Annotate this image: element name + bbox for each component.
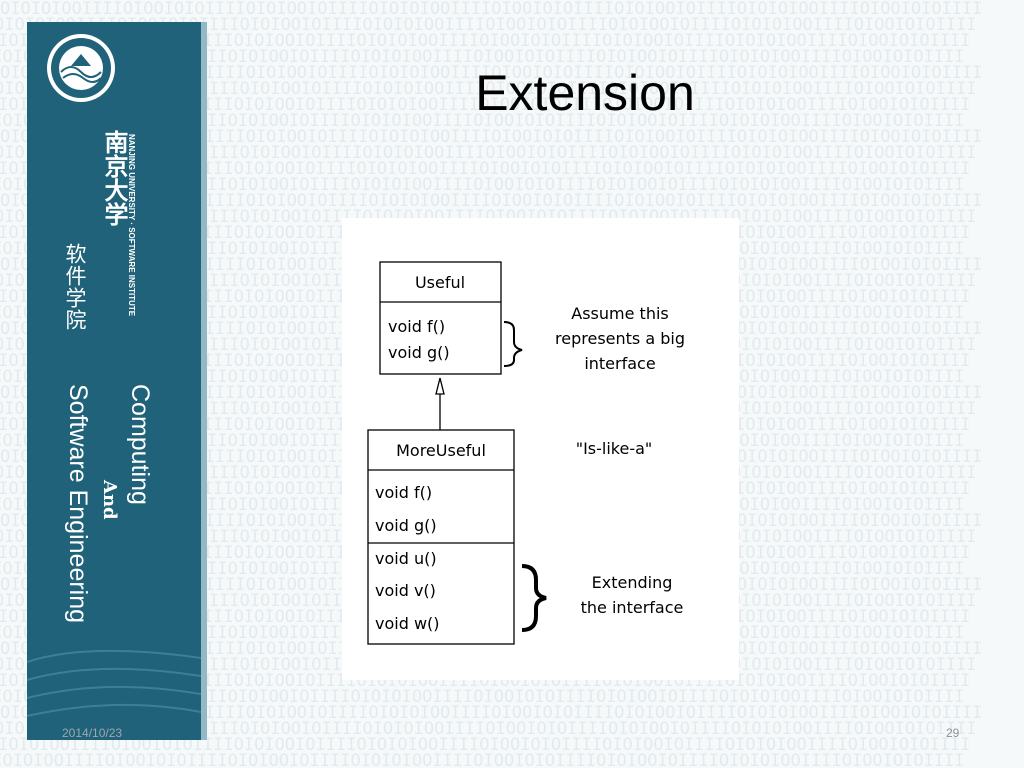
derived-class-name: MoreUseful <box>396 441 486 460</box>
svg-text:OIOIOIOOIIIIOIOOIOIOIIIIOIOIOO: OIOIOIOOIIIIOIOOIOIOIIIIOIOIOOIOIIIIOIOI… <box>0 159 971 179</box>
extended-method-u: void u() <box>375 549 437 568</box>
extended-method-v: void v() <box>375 581 436 600</box>
svg-text:OIOIOIOOIIIIOIOOIOIOIIIIOIOIOO: OIOIOIOOIIIIOIOOIOIOIIIIOIOIOOIOIIIIOIOI… <box>0 31 971 51</box>
slide-page-number: 29 <box>946 726 960 740</box>
svg-text:OIOIOIOOIIIIOIOOIOIOIIIIOIOIOO: OIOIOIOOIIIIOIOOIOIOIIIIOIOIOOIOIIIIOIOI… <box>0 47 965 67</box>
svg-text:OIOIOIOOIIIIOIOOIOIOIIIIOIOIOO: OIOIOIOOIIIIOIOOIOIOIIIIOIOIOOIOIIIIOIOI… <box>0 95 971 115</box>
svg-text:OIOIOIOOIIIIOIOOIOIOIIIIOIOIOO: OIOIOIOOIIIIOIOOIOIOIIIIOIOIOOIOIIIIOIOI… <box>0 703 983 723</box>
word-software-engineering: Software Engineering <box>64 384 92 624</box>
relationship-label: "Is-like-a" <box>576 439 653 458</box>
diagram-background <box>342 218 739 680</box>
extension-brace-icon <box>521 564 547 632</box>
extended-method-w: void w() <box>375 614 440 633</box>
base-class-name: Useful <box>415 273 465 292</box>
svg-text:OIOIOIOOIIIIOIOOIOIOIIIIOIOIOO: OIOIOIOOIIIIOIOOIOIOIIIIOIOIOOIOIIIIOIOI… <box>0 63 983 83</box>
inheritance-arrowhead <box>435 377 445 395</box>
university-seal-icon <box>47 34 115 102</box>
svg-text:OIOIOIOOIIIIOIOOIOIOIIIIOIOIOO: OIOIOIOOIIIIOIOOIOIOIIIIOIOIOOIOIIIIOIOI… <box>0 687 965 707</box>
sidebar-motto: Computing And Software Engineering <box>57 384 157 724</box>
base-method-g: void g() <box>388 343 450 362</box>
svg-text:OIOIOIOOIIIIOIOOIOIOIIIIOIOIOO: OIOIOIOOIIIIOIOOIOIOIIIIOIOIOOIOIIIIOIOI… <box>0 719 977 739</box>
derived-method-f: void f() <box>375 483 432 502</box>
sidebar-panel: 南京大学 NANJING UNIVERSITY · SOFTWARE INSTI… <box>27 22 201 740</box>
svg-text:OIOIOIOOIIIIOIOOIOIOIIIIOIOIOO: OIOIOIOOIIIIOIOOIOIOIIIIOIOIOOIOIIIIOIOI… <box>0 79 977 99</box>
svg-text:OIOIOIOOIIIIOIOOIOIOIIIIOIOIOO: OIOIOIOOIIIIOIOOIOIOIIIIOIOIOOIOIIIIOIOI… <box>0 175 965 195</box>
chinese-institute-name: 软件学院 <box>63 243 87 331</box>
base-note-line-1: Assume this <box>571 304 668 323</box>
svg-text:OIOIOIOOIIIIOIOOIOIOIIIIOIOIOO: OIOIOIOOIIIIOIOOIOIOIIIIOIOIOOIOIIIIOIOI… <box>0 0 983 19</box>
sidebar-edge-stripe <box>201 22 207 740</box>
base-note-line-2: represents a big <box>555 329 685 348</box>
sidebar-wave-decoration <box>27 649 201 717</box>
slide-date: 2014/10/23 <box>62 726 123 740</box>
word-computing: Computing <box>126 384 154 505</box>
extension-note-line-1: Extending <box>592 573 673 592</box>
derived-method-g: void g() <box>375 516 437 535</box>
svg-text:OIOIOIOOIIIIOIOOIOIOIIIIOIOIOO: OIOIOIOOIIIIOIOOIOIOIIIIOIOIOOIOIIIIOIOI… <box>0 15 977 35</box>
svg-text:OIOIOIOOIIIIOIOOIOIOIIIIOIOIOO: OIOIOIOOIIIIOIOOIOIOIIIIOIOIOOIOIIIIOIOI… <box>0 751 965 768</box>
base-class-box <box>379 261 502 375</box>
svg-text:OIOIOIOOIIIIOIOOIOIOIIIIOIOIOO: OIOIOIOOIIIIOIOOIOIOIIIIOIOIOOIOIIIIOIOI… <box>0 191 983 211</box>
uml-extension-diagram: Useful void f() void g() MoreUseful void… <box>367 261 685 645</box>
svg-text:OIOIOIOOIIIIOIOOIOIOIIIIOIOIOO: OIOIOIOOIIIIOIOOIOIOIIIIOIOIOOIOIIIIOIOI… <box>0 735 971 755</box>
base-note-line-3: interface <box>584 354 655 373</box>
slide-title: Extension <box>475 65 695 121</box>
svg-text:OIOIOIOOIIIIOIOOIOIOIIIIOIOIOO: OIOIOIOOIIIIOIOOIOIOIIIIOIOIOOIOIIIIOIOI… <box>0 111 965 131</box>
extension-note-line-2: the interface <box>581 598 684 617</box>
english-institute-name: NANJING UNIVERSITY · SOFTWARE INSTITUTE <box>127 134 136 317</box>
svg-text:OIOIOIOOIIIIOIOOIOIOIIIIOIOIOO: OIOIOIOOIIIIOIOOIOIOIIIIOIOIOOIOIIIIOIOI… <box>0 127 983 147</box>
chinese-university-name: 南京大学 <box>100 130 129 226</box>
base-method-f: void f() <box>388 317 445 336</box>
svg-text:OIOIOIOOIIIIOIOOIOIOIIIIOIOIOO: OIOIOIOOIIIIOIOOIOIOIIIIOIOIOOIOIIIIOIOI… <box>0 143 977 163</box>
word-and: And <box>99 480 120 520</box>
base-brace-icon <box>503 321 523 367</box>
derived-class-box <box>367 429 515 645</box>
